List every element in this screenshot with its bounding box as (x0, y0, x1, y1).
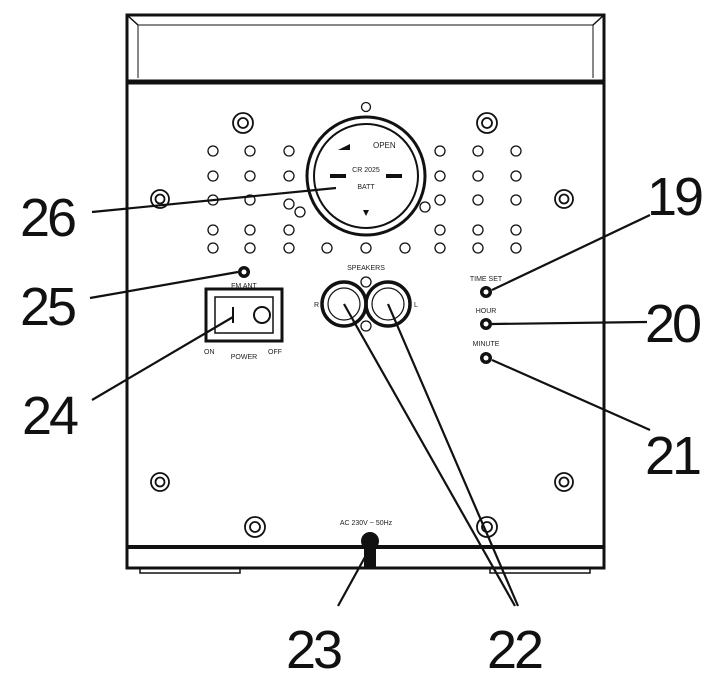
mains-cable: AC 230V ~ 50Hz (340, 520, 393, 567)
battery-compartment-cover[interactable]: OPEN CR 2025 BATT (305, 115, 427, 237)
speaker-r-label: R (314, 302, 319, 309)
hour-label: HOUR (476, 308, 497, 315)
clock-buttons: TIME SET HOUR MINUTE (470, 276, 503, 364)
callout-23: 23 (286, 620, 341, 680)
power-switch[interactable]: ON OFF POWER (204, 287, 284, 361)
time-set-button[interactable] (480, 286, 492, 298)
callout-26: 26 (20, 188, 75, 248)
callout-20: 20 (645, 294, 700, 354)
speakers-label: SPEAKERS (347, 265, 385, 272)
speaker-l-label: L (414, 302, 418, 309)
speaker-left-socket[interactable] (364, 280, 412, 328)
vent-holes-center (321, 101, 411, 254)
battery-type-label: CR 2025 (352, 167, 380, 174)
hour-button[interactable] (480, 318, 492, 330)
screw-icon (150, 472, 170, 492)
screw-icon (554, 472, 574, 492)
callout-22: 22 (487, 620, 542, 680)
power-label: POWER (231, 354, 257, 361)
arrow-down-icon (363, 210, 369, 216)
callout-25: 25 (20, 277, 75, 337)
ac-rating-label: AC 230V ~ 50Hz (340, 520, 393, 527)
callout-numbers: 26 25 24 19 20 21 23 22 (20, 167, 705, 680)
vent-holes-right (419, 145, 522, 254)
power-on-label: ON (204, 349, 215, 356)
callout-21: 21 (645, 426, 700, 486)
screw-icon (554, 189, 574, 209)
time-set-label: TIME SET (470, 276, 503, 283)
callout-19: 19 (647, 167, 702, 227)
screw-icon (476, 112, 498, 134)
open-label: OPEN (373, 141, 396, 150)
leader-lines (89, 186, 651, 607)
corner-screws (150, 112, 574, 538)
minute-button[interactable] (480, 352, 492, 364)
fm-antenna-socket[interactable]: FM ANT (231, 266, 258, 290)
screw-icon (232, 112, 254, 134)
speaker-sockets[interactable]: SPEAKERS R L (314, 265, 418, 332)
screw-icon (150, 189, 170, 209)
minute-label: MINUTE (473, 341, 500, 348)
power-off-label: OFF (268, 349, 282, 356)
screw-icon (244, 516, 266, 538)
callout-24: 24 (22, 386, 78, 446)
fm-ant-label: FM ANT (231, 283, 257, 290)
open-arrow-icon (338, 144, 350, 150)
batt-label: BATT (357, 184, 375, 191)
